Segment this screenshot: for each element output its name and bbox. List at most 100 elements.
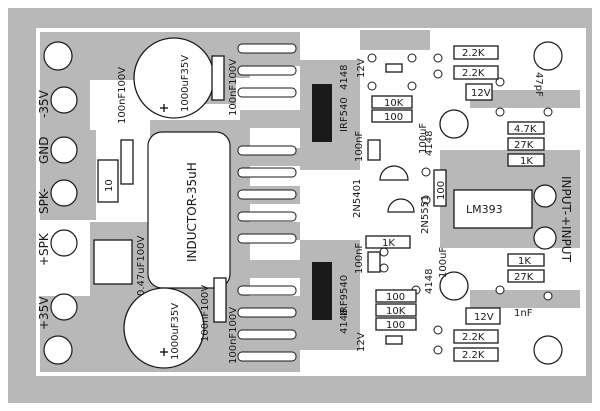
pad-gnd (50, 136, 78, 164)
bjt-2n5551 (387, 198, 415, 213)
terminal-pads (50, 86, 557, 321)
label-q-bot: IRF9540 (339, 275, 350, 316)
box-cap-100n-mid-bot (367, 251, 381, 273)
pad-neg35 (50, 86, 78, 114)
box-r-27k-low (507, 269, 545, 283)
label-zener-12v-r-bot: 12V (474, 312, 494, 323)
label-res-10: 10 (104, 179, 115, 192)
label-r-22k-2: 2.2K (462, 68, 485, 79)
label-d-4148-mid-top: 4148 (424, 131, 435, 156)
electrolytic-caps (123, 37, 469, 369)
label-d-4148-bot: 4148 (339, 309, 350, 334)
pad-pos35 (50, 293, 78, 321)
label-q-2n5401: 2N5401 (352, 179, 363, 218)
label-r-27k-top: 27K (514, 140, 534, 151)
label-r-22k-3: 2.2K (462, 332, 485, 343)
label-zener-12v-top: 12V (356, 58, 367, 78)
mosfets (312, 84, 332, 320)
box-r-22k-3 (453, 329, 499, 344)
label-pos35: +35V (37, 296, 51, 330)
label-spk-pos: +SPK (37, 232, 51, 266)
box-zener-r-top (465, 83, 493, 101)
mount-hole-bl (43, 335, 73, 365)
label-input-pos: +INPUT (559, 216, 573, 263)
component-labels: 1000uF35V 1000uF35V 100nF100V 100nF100V … (104, 48, 544, 364)
label-cap-100uf-top: 100uF (418, 123, 429, 154)
mosfet-irf9540 (312, 262, 332, 320)
label-d-4148-top: 4148 (339, 65, 350, 90)
cap-100uf-bottom (439, 271, 469, 301)
label-cap-100n-bl: 100nF100V (200, 285, 211, 342)
heatsink-fins (237, 43, 297, 362)
box-cap-100n-br (213, 277, 227, 323)
label-d-4148-mid-bot: 4148 (424, 269, 435, 294)
box-r-1k-low (507, 253, 545, 267)
pad-spk-pos (50, 229, 78, 257)
bjt-outlines (379, 165, 415, 213)
label-cap-100nf-mid-bot: 100nF (354, 243, 365, 274)
box-cap-100n-mid-top (367, 139, 381, 161)
label-input-neg: INPUT- (559, 176, 573, 215)
label-r-27k-low: 27K (514, 272, 534, 283)
pad-input-pos (533, 226, 557, 250)
edge-labels: -35V GND SPK- +SPK +35V INPUT- +INPUT (37, 89, 573, 330)
label-r-10k-top: 10K (384, 98, 404, 109)
box-r-10k-top (371, 95, 413, 109)
small-components (93, 45, 545, 362)
label-cap-1nf: 1nF (514, 308, 533, 319)
cap-1000uf-bottom (123, 287, 205, 369)
box-cap-100n-tl (120, 139, 134, 185)
label-spk-neg: SPK- (37, 188, 51, 214)
box-res-10 (97, 159, 119, 203)
label-r-47k: 4.7K (514, 124, 537, 135)
cap-100uf-top (439, 109, 469, 139)
right-edge-strip (586, 8, 592, 403)
label-inductor: INDUCTOR-35uH (185, 162, 199, 262)
label-zener-12v-bot: 12V (356, 332, 367, 352)
label-r-1k-right: 1K (520, 156, 533, 167)
label-gnd: GND (37, 136, 51, 164)
bjt-2n5401 (379, 165, 409, 181)
box-cap-047 (93, 239, 133, 285)
label-cap-1000-top: 1000uF35V (180, 55, 191, 112)
label-r-10k-bot: 10K (386, 306, 406, 317)
mounting-holes (43, 41, 563, 365)
box-r-1k-right (507, 153, 545, 167)
label-neg35: -35V (37, 89, 51, 118)
box-r-22k-4 (453, 347, 499, 362)
mount-hole-tl (43, 41, 73, 71)
mosfet-irf540 (312, 84, 332, 142)
label-cap-100n-br: 100nF100V (228, 307, 239, 364)
label-q-top: IRF540 (339, 97, 350, 132)
label-cap-47pf: 47pF (533, 72, 544, 97)
box-cap-100n-tr (211, 55, 225, 101)
label-cap-100nf-mid-top: 100nF (354, 131, 365, 162)
box-r-100-bot (375, 317, 417, 331)
box-r-100-vert (433, 169, 447, 207)
label-cap-047: 0.47uF100V (136, 236, 147, 296)
label-cap-100n-tl: 100nF100V (117, 67, 128, 124)
box-r-22k-2 (453, 65, 499, 80)
label-r-1k-mid: 1K (382, 238, 395, 249)
label-zener-12v-r-top: 12V (471, 88, 491, 99)
box-r-1k-mid (365, 235, 411, 249)
mount-hole-tr (533, 41, 563, 71)
label-ic: LM393 (466, 203, 503, 216)
label-q-2n5551: 2N5551 (420, 195, 431, 234)
label-cap-100uf-bot: 100uF (438, 247, 449, 278)
mount-hole-br (533, 335, 563, 365)
box-r-22k-1 (453, 45, 499, 60)
box-zener-r-bot (465, 307, 501, 325)
box-r-47k (507, 121, 545, 135)
pad-input-neg (533, 184, 557, 208)
cap-1000uf-top (133, 37, 215, 119)
label-r-22k-4: 2.2K (462, 350, 485, 361)
inductor-outline (147, 131, 231, 289)
box-r-100-top (371, 109, 413, 123)
cap-plus-marks (160, 104, 168, 356)
ic-lm393 (453, 189, 533, 229)
label-cap-1000-bot: 1000uF35V (170, 303, 181, 360)
box-zener-bot (385, 335, 403, 345)
label-r-100-vert: 100 (436, 181, 447, 200)
